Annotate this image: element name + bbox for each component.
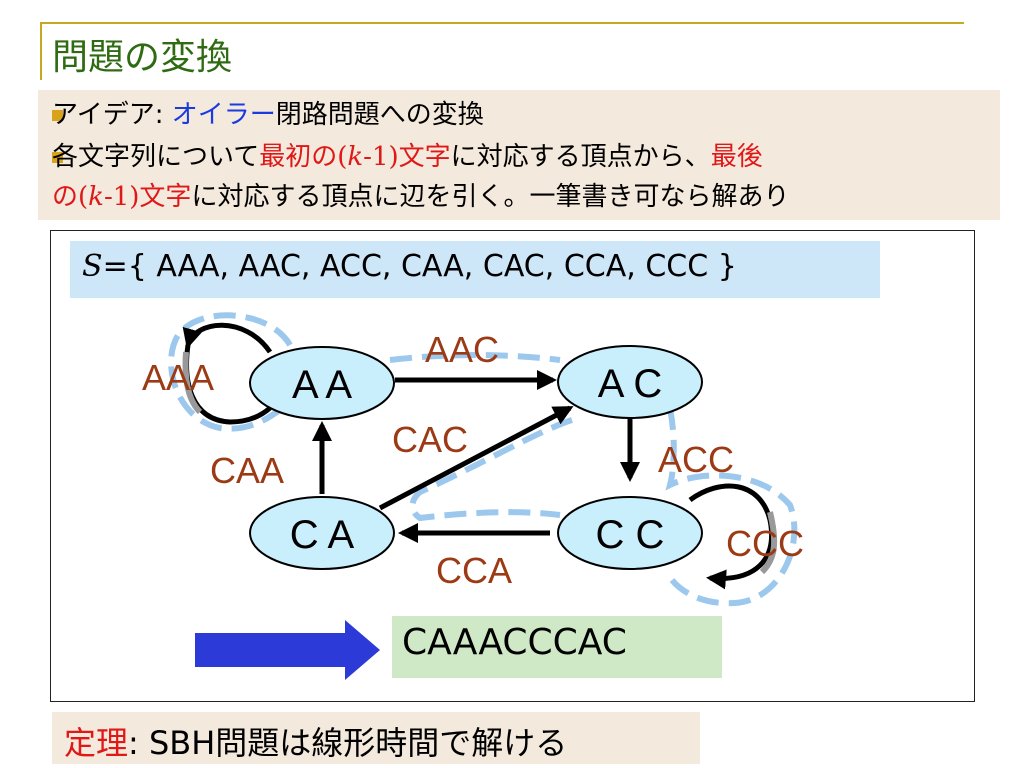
edge-aaa-loop-top	[182, 322, 273, 354]
result-arrow-icon	[195, 620, 380, 680]
node-aa: A A	[249, 346, 395, 420]
bullet-rule-line1: 各文字列について最初の(k-1)文字に対応する頂点から、最後	[52, 142, 763, 172]
node-aa-label: A A	[292, 363, 352, 407]
diagram-frame	[50, 230, 975, 702]
set-definition: S={ AAA, AAC, ACC, CAA, CAC, CCA, CCC }	[82, 249, 737, 284]
theorem-label: 定理	[64, 724, 129, 762]
edge-label-cca: CCA	[436, 550, 512, 591]
node-ca: C A	[249, 496, 395, 570]
result-box	[392, 616, 722, 678]
edge-label-ccc: CCC	[726, 523, 804, 564]
bullet-idea: アイデア: オイラー閉路問題への変換	[52, 100, 484, 130]
result-string: CAAACCCAC	[402, 622, 627, 663]
bullet-panel	[38, 90, 1000, 220]
edge-label-aac: AAC	[425, 329, 499, 370]
node-ac-label: A C	[598, 362, 662, 406]
bullet-rule-line2: の(k-1)文字に対応する頂点に辺を引く。一筆書き可なら解あり	[52, 182, 790, 212]
edge-label-cac: CAC	[392, 419, 468, 460]
edge-cac-arrow	[378, 405, 574, 511]
title-rule-left	[40, 22, 42, 80]
euler-highlight: オイラー	[171, 100, 276, 130]
set-definition-box	[70, 241, 880, 298]
bullet-square-icon	[52, 152, 63, 163]
theorem-box	[52, 712, 700, 764]
title-rule-top	[40, 22, 964, 24]
node-cc-label: C C	[596, 513, 665, 557]
euler-path-highlight	[168, 312, 798, 607]
edge-aaa-loop-shade	[182, 351, 203, 415]
edge-label-caa: CAA	[210, 450, 284, 491]
node-cc: C C	[557, 496, 703, 570]
node-ac: A C	[557, 345, 703, 419]
edge-label-aaa: AAA	[142, 357, 214, 398]
edge-label-acc: ACC	[658, 439, 734, 480]
theorem: 定理: SBH問題は線形時間で解ける	[64, 724, 568, 762]
bullet-square-icon	[52, 110, 63, 121]
slide-title: 問題の変換	[52, 37, 233, 78]
node-ca-label: C A	[290, 513, 355, 557]
edge-ccc-loop-shade	[759, 511, 778, 575]
